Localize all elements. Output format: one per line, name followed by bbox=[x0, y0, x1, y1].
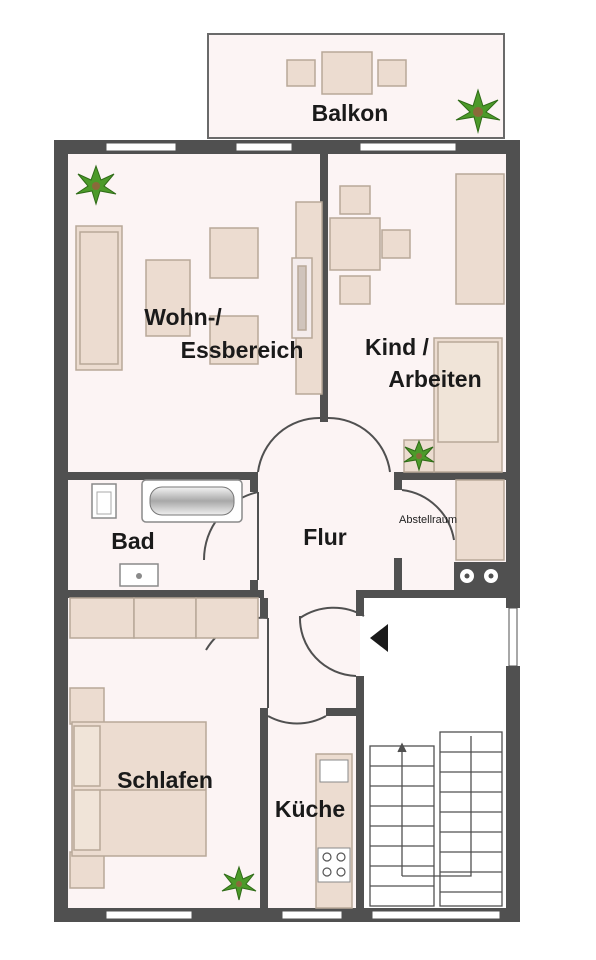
chair bbox=[381, 229, 411, 259]
stove bbox=[317, 847, 351, 883]
windows bbox=[105, 142, 518, 920]
balcony-chair-left bbox=[286, 59, 316, 87]
shelf bbox=[455, 479, 505, 561]
room-label-schlafen: Schlafen bbox=[117, 767, 213, 793]
plant-icon bbox=[403, 439, 435, 472]
wardrobe bbox=[133, 597, 197, 639]
staircase bbox=[369, 731, 503, 907]
wardrobe bbox=[455, 173, 505, 305]
bedroom-furniture bbox=[69, 597, 259, 889]
toilet bbox=[91, 483, 117, 519]
wardrobe bbox=[69, 597, 135, 639]
armchair bbox=[209, 315, 259, 365]
balcony-chair-right bbox=[377, 59, 407, 87]
room-label-abstellraum: Abstellraum bbox=[399, 514, 458, 526]
room-label-wohn-line2: Essbereich bbox=[180, 337, 304, 363]
plant-icon bbox=[75, 164, 117, 206]
nightstand bbox=[69, 687, 105, 725]
sofa bbox=[75, 225, 123, 371]
kid-room-furniture bbox=[329, 173, 505, 473]
room-label-balkon: Balkon bbox=[311, 100, 389, 126]
room-label-kind-line1: Kind / bbox=[365, 334, 429, 360]
nightstand bbox=[69, 851, 105, 889]
storage-fixtures bbox=[454, 479, 506, 590]
wardrobe bbox=[195, 597, 259, 639]
plant-icon bbox=[455, 88, 501, 134]
balcony-table bbox=[321, 51, 373, 95]
living-room-furniture bbox=[75, 201, 323, 395]
balcony bbox=[207, 33, 505, 139]
room-label-wohn-line1: Wohn-/ bbox=[144, 304, 222, 330]
kitchen-sink bbox=[319, 759, 349, 783]
chair bbox=[339, 275, 371, 305]
armchair bbox=[209, 227, 259, 279]
chair bbox=[339, 185, 371, 215]
doors bbox=[203, 416, 455, 725]
coffee-table bbox=[145, 259, 191, 337]
bathroom-fixtures bbox=[91, 479, 243, 587]
room-label-bad: Bad bbox=[111, 528, 155, 554]
desk bbox=[329, 217, 381, 271]
plant-icon bbox=[221, 865, 257, 901]
entry-arrow-icon bbox=[370, 624, 388, 652]
room-label-flur: Flur bbox=[303, 524, 347, 550]
kitchen-fixtures bbox=[315, 753, 353, 909]
room-label-kind-line2: Arbeiten bbox=[388, 366, 482, 392]
room-label-kueche: Küche bbox=[274, 796, 346, 822]
